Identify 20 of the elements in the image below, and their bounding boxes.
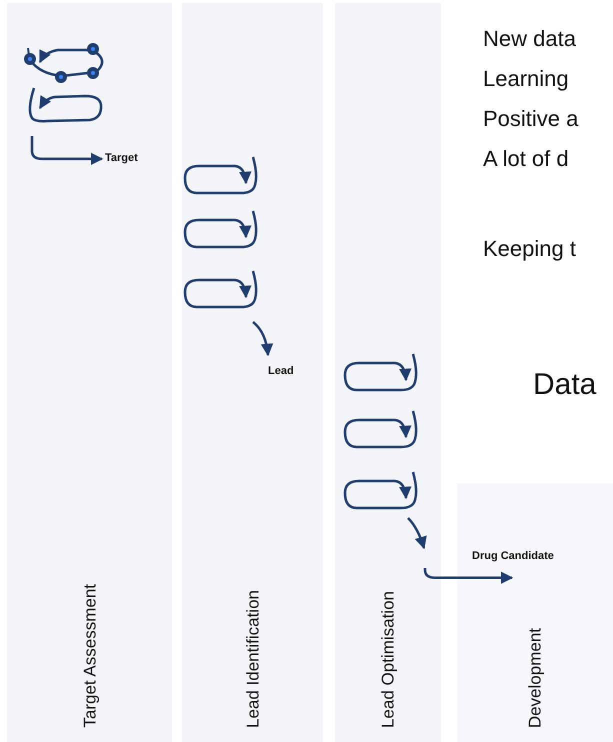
arrow (252, 321, 273, 356)
stage-band (457, 483, 613, 742)
milestone-label: Drug Candidate (472, 550, 554, 578)
milestone-label: Lead (268, 365, 294, 379)
note-text: New data (483, 25, 576, 53)
note-text: Keeping t (483, 235, 576, 263)
stage-label: Development (524, 628, 546, 728)
milestone-label: Target (105, 152, 138, 166)
arrow (424, 568, 514, 584)
heading-text: Data (533, 367, 596, 403)
stage-band (7, 3, 172, 742)
note-text: A lot of d (483, 145, 569, 173)
stage-label: Lead Optimisation (377, 590, 398, 728)
stage-band (182, 3, 323, 742)
stage-label: Target Assessment (78, 584, 100, 728)
note-text: Positive a (483, 105, 578, 133)
stage-band (335, 3, 441, 742)
note-text: Learning (483, 65, 569, 93)
arrow (30, 136, 104, 166)
stage-label: Lead Identification (242, 590, 263, 728)
